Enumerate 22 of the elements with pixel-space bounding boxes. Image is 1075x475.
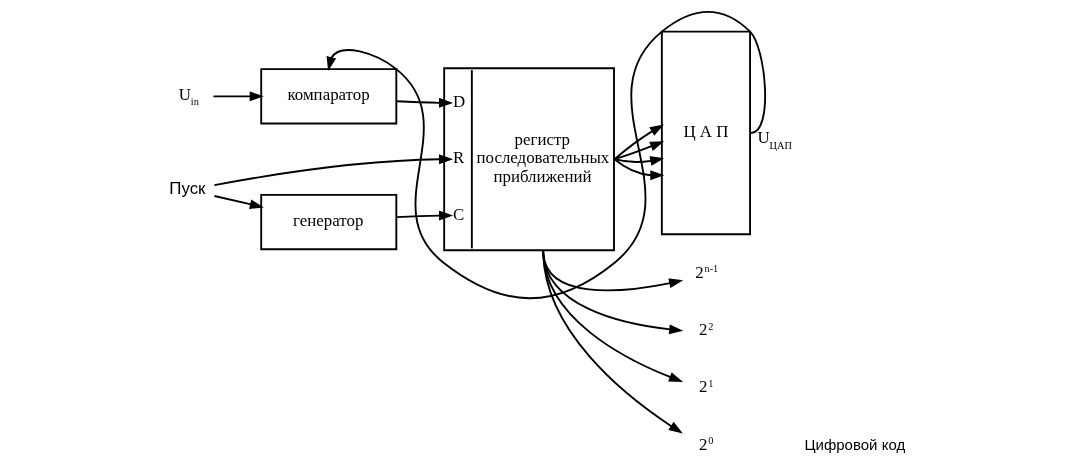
arrow bbox=[613, 158, 664, 181]
edge-label: U$_{ЦАП}$ bbox=[756, 128, 792, 151]
arrow bbox=[395, 97, 453, 108]
node-text: 2$^{0}$ bbox=[698, 434, 713, 454]
arrow bbox=[213, 154, 453, 187]
label: Цифровой код bbox=[803, 435, 905, 453]
arrow bbox=[613, 141, 664, 161]
arrow bbox=[541, 249, 683, 434]
arrow bbox=[613, 156, 664, 166]
arrow bbox=[212, 91, 264, 102]
node-text: U$_{in}$ bbox=[178, 84, 199, 108]
node-box: генератор bbox=[259, 193, 397, 251]
node-text: 2$^{n-1}$ bbox=[694, 262, 718, 282]
node-text: 2$^{1}$ bbox=[698, 377, 713, 397]
node-text: Пуск bbox=[168, 179, 205, 199]
arrow bbox=[613, 124, 664, 161]
node-text: 2$^{2}$ bbox=[698, 320, 713, 340]
arrow bbox=[213, 195, 264, 210]
node-box: компаратор bbox=[259, 68, 397, 125]
node-box: Ц А П bbox=[660, 30, 751, 236]
arrow bbox=[395, 210, 453, 221]
arrow bbox=[326, 11, 766, 300]
